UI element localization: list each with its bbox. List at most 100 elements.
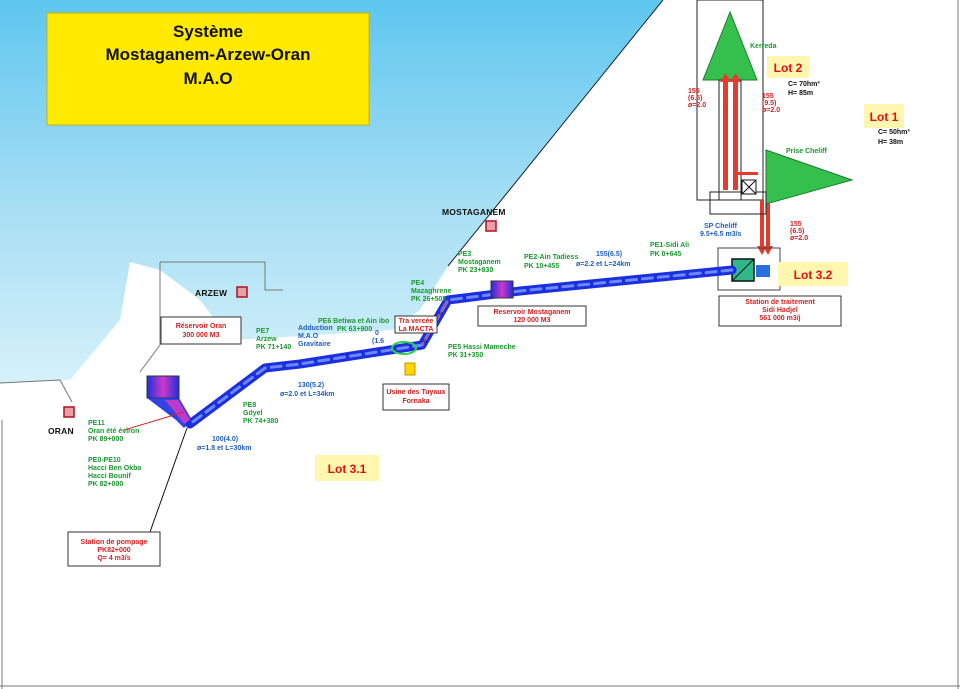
pe0-line3: Hacci Bounif (88, 473, 131, 480)
title-line2: Mostaganem-Arzew-Oran (106, 45, 311, 64)
reservoir-mostaganem-box (477, 305, 587, 327)
pe0-line1: PE0-PE10 (88, 457, 121, 464)
arzew-label: ARZEW (195, 288, 228, 298)
title-line1: Système (173, 22, 243, 41)
pe11-line1: PE11 (88, 420, 105, 427)
traversee-line2: La MACTA (399, 326, 434, 333)
lot1-box (864, 104, 904, 128)
oran-segment: 100(4.0) (212, 436, 238, 443)
pipe-kerreda-up-2: (9.5) (762, 100, 776, 107)
traversee-line1: Tra vercée (399, 318, 434, 325)
reservoir-mostaganem-line1: Reservoir Mostaganem (493, 309, 570, 316)
pumping-station-pointer (149, 427, 188, 533)
pe5-line2: PK 31+350 (448, 352, 483, 359)
mostaganem-marker (485, 220, 497, 232)
pumping-station-box (67, 531, 161, 567)
adduction-line3: Gravitaire (298, 341, 331, 348)
coastline (447, 0, 664, 267)
pe4-line3: PK 26+505 (411, 296, 446, 303)
pipe-kerreda-up-1: 155 (762, 93, 774, 100)
lot1-capacity: C= 50hm³ (878, 129, 910, 136)
lot31-box (315, 455, 379, 481)
lot2-box (767, 56, 809, 78)
pe8-line2: Gdyel (243, 410, 263, 417)
prise-cheliff-dam-icon (765, 149, 854, 205)
macta-val-1: 0 (375, 330, 379, 337)
pipe-kerreda-down-1: 155 (688, 88, 700, 95)
kerreda-label: Kerreda (750, 43, 777, 50)
pe11-line3: PK 89+000 (88, 436, 123, 443)
oran-label: ORAN (48, 426, 74, 436)
pe4-line1: PE4 (411, 280, 424, 287)
sidi-ali-segment-dim: ø=2.2 et L=24km (576, 261, 630, 268)
usine-icon (404, 362, 416, 376)
pe2-line1: PE2-Ain Tadiess (524, 254, 578, 261)
reservoir-mostaganem-line2: 120 000 M3 (514, 317, 551, 324)
pe7-line3: PK 71+140 (256, 344, 291, 351)
usine-line1: Usine des Tuyaux (386, 389, 445, 396)
sp-cheliff-icon (741, 179, 757, 195)
pe3-line3: PK 23+830 (458, 267, 493, 274)
oran-tank-icon (146, 375, 180, 399)
treatment-label-box (718, 295, 842, 327)
sp-cheliff-name: SP Cheliff (704, 223, 738, 230)
gdyel-segment: 130(5.2) (298, 382, 324, 389)
pe3-line2: Mostaganem (458, 259, 501, 266)
oran-segment-dim: ø=1.8 et L=30km (197, 445, 251, 452)
lot2-label: Lot 2 (774, 61, 803, 75)
pipe-kerreda-up-3: ø=2.0 (762, 107, 780, 114)
treatment-line1: Station de traitement (745, 299, 815, 306)
reservoir-oran-box (160, 316, 242, 345)
macta-val-2: (1.6 (372, 338, 384, 345)
lot2-height: H= 85m (788, 90, 813, 97)
pe11-line2: Oran été éviron (88, 428, 139, 435)
pipe-kerreda-down-2: (6.5) (688, 95, 702, 102)
reservoir-mostaganem-icon (490, 280, 514, 299)
pe11-pointer (123, 411, 185, 431)
pe7-line1: PE7 (256, 328, 269, 335)
title-box (46, 12, 370, 126)
pe6-line2: PK 63+900 (337, 326, 372, 333)
usine-box (382, 383, 450, 411)
pe8-line3: PK 74+380 (243, 418, 278, 425)
sp-cheliff-frame (709, 191, 767, 215)
treatment-line2: Sidi Hadjel (762, 307, 798, 314)
sidi-ali-segment: 155(6.5) (596, 251, 622, 258)
pipe-cheliff-2: (6.5) (790, 228, 804, 235)
pe0-line2: Hacci Ben Okba (88, 465, 141, 472)
title-line3: M.A.O (183, 69, 232, 88)
pipe-cheliff-3: ø=2.0 (790, 235, 808, 242)
pe8-line1: PE8 (243, 402, 256, 409)
pumping-station-line2: PK82+000 (97, 547, 130, 554)
pe1-line1: PE1-Sidi Ali (650, 242, 689, 249)
pipe-kerreda-down-3: ø=2.0 (688, 102, 706, 109)
usine-line2: Fornaka (402, 398, 429, 405)
pumping-station-line1: Station de pompage (81, 539, 148, 546)
mostaganem-label: MOSTAGANEM (442, 207, 506, 217)
arzew-marker (236, 286, 248, 298)
pe5-line1: PE5 Hassi Mameche (448, 344, 516, 351)
oran-marker (63, 406, 75, 418)
lot32-box (778, 262, 848, 286)
pipe-cheliff-1: 155 (790, 221, 802, 228)
macta-crossing-marker (391, 341, 417, 355)
adduction-line2: M.A.O (298, 333, 319, 340)
pe3-line1: PE3 (458, 251, 471, 258)
pe1-line2: PK 0+645 (650, 251, 681, 258)
lot31-label: Lot 3.1 (328, 462, 367, 476)
treatment-line3: 561 000 m3/j (759, 315, 800, 322)
prise-cheliff-label: Prise Cheliff (786, 148, 828, 155)
sp-cheliff-flow: 9.5+6.5 m3/s (700, 231, 742, 238)
lot32-label: Lot 3.2 (794, 268, 833, 282)
adduction-line1: Adduction (298, 325, 333, 332)
pe2-line2: PK 10+455 (524, 263, 559, 270)
pe6-line1: PE6 Betiwa et Ain ibo (318, 318, 389, 325)
reservoir-oran-line1: Réservoir Oran (176, 323, 227, 330)
lot1-label: Lot 1 (870, 110, 899, 124)
lot1-height: H= 38m (878, 139, 903, 146)
reservoir-oran-line2: 300 000 M3 (183, 332, 220, 339)
gdyel-segment-dim: ø=2.0 et L=34km (280, 391, 334, 398)
pe0-line4: PK 82+000 (88, 481, 123, 488)
